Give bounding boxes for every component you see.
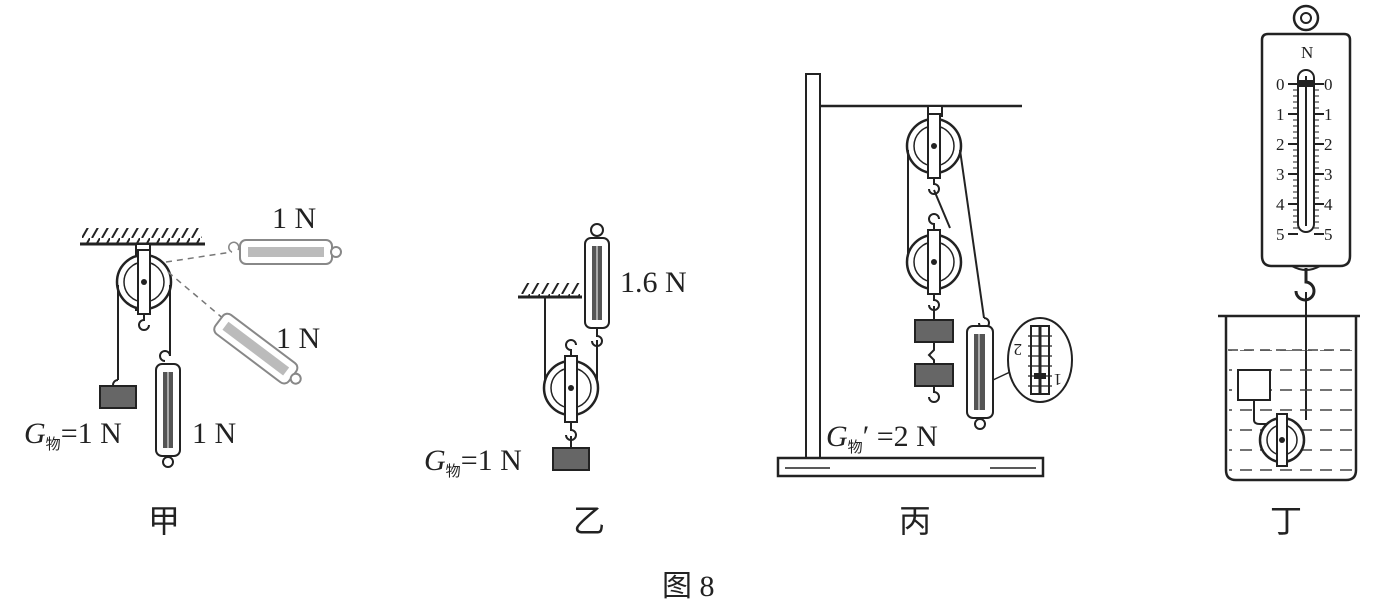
stand-base [776, 456, 1045, 478]
angled-spring-scale [213, 312, 302, 385]
caption-yi: 乙 [573, 503, 605, 539]
tick-label-left-4: 4 [1276, 195, 1285, 214]
ceiling-hatch [82, 228, 202, 243]
unit-label: N [1301, 43, 1313, 62]
scale-ticks: 0 0 1 1 2 2 3 3 4 4 5 5 [1276, 75, 1333, 244]
rope-right [959, 149, 985, 319]
label-top-scale: 1 N [272, 202, 316, 235]
tick-label-left-0: 0 [1276, 75, 1285, 94]
caption-jia: 甲 [148, 503, 180, 539]
tick-label-left-5: 5 [1276, 225, 1285, 244]
tick-label-right-5: 5 [1324, 225, 1333, 244]
caption-ding: 丁 [1270, 503, 1302, 539]
tick-label-right-0: 0 [1324, 75, 1333, 94]
spring-scale [966, 325, 994, 430]
panel-yi: 1.6 N G物=1 N 乙 [424, 223, 687, 539]
weight-block [99, 385, 137, 409]
tick-label-right-3: 3 [1324, 165, 1333, 184]
zoom-tick-lower: 1 [1054, 370, 1063, 389]
tick-label-left-2: 2 [1276, 135, 1285, 154]
horizontal-spring-scale [228, 239, 342, 265]
beaker [1218, 314, 1360, 482]
stand-pole [805, 73, 821, 459]
caption-bing: 丙 [899, 503, 931, 539]
label-angled-scale: 1 N [276, 322, 320, 355]
weight-block-upper [914, 319, 954, 343]
ceiling-hatch [520, 283, 580, 296]
weight-label-yi: G物=1 N [424, 444, 522, 480]
tick-label-left-3: 3 [1276, 165, 1285, 184]
scale-reading: 1.6 N [620, 266, 687, 299]
tick-label-right-1: 1 [1324, 105, 1333, 124]
dashed-rope-horizontal [165, 251, 233, 263]
zoom-tick-upper: 2 [1014, 340, 1023, 359]
spring-scale [584, 223, 610, 329]
rope-mid [933, 189, 951, 229]
scale-hook [1294, 268, 1316, 302]
float-block [1237, 369, 1271, 401]
vertical-spring-scale [155, 363, 181, 468]
tick-label-right-4: 4 [1324, 195, 1333, 214]
label-vertical-scale: 1 N [192, 417, 236, 450]
tick-label-left-1: 1 [1276, 105, 1285, 124]
dashed-rope-angled [167, 271, 226, 321]
tick-label-right-2: 2 [1324, 135, 1333, 154]
panel-jia: 1 N 1 N 1 N G物=1 N 甲 [24, 202, 342, 539]
panel-ding: N 0 0 1 1 2 2 3 3 4 4 5 5 丁 [1218, 4, 1360, 539]
weight-block-lower [914, 363, 954, 387]
weight-label-jia: G物=1 N [24, 417, 122, 453]
weight-block [552, 447, 590, 471]
weight-label-bing: G物′ =2 N [826, 420, 938, 456]
figure-caption: 图 8 [662, 570, 715, 603]
scale-pointer [1298, 80, 1314, 87]
panel-bing: 2 1 G物′ =2 N 丙 [776, 73, 1073, 539]
